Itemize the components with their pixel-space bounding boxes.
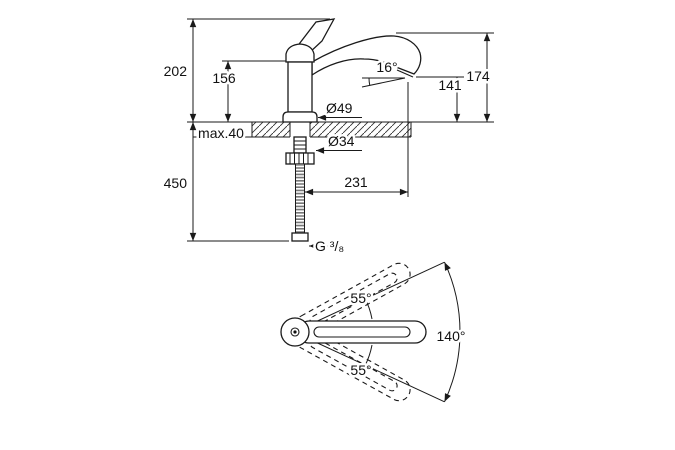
dim-156-label: 156: [212, 70, 236, 86]
dim-dia49-label: Ø49: [326, 100, 353, 116]
dimension-angle16: 16°: [361, 57, 406, 88]
swivel-boundary-up: [310, 261, 445, 325]
base-flange: [282, 111, 318, 123]
dim-thread-label: G ³/₈: [315, 238, 344, 254]
pivot-center-dot: [293, 330, 297, 334]
dimension-dia49: Ø49: [318, 98, 362, 121]
hose-outline: [295, 164, 305, 233]
swivel-arc-55-up: [364, 297, 373, 320]
dim-max40-label: max.40: [198, 125, 244, 141]
dim-swivel-up-label: 55°: [350, 290, 371, 306]
dimension-dia34: Ø34: [316, 131, 362, 154]
angle-line: [361, 77, 406, 88]
pivot-inner-circle: [290, 327, 300, 337]
dimension-450: 450: [161, 122, 289, 242]
dimension-156: 156: [210, 60, 286, 122]
dim-141-label: 141: [438, 77, 462, 93]
dimension-max40: max.40: [193, 123, 252, 144]
swivel-arc-140: [444, 261, 461, 403]
handle-top-slot: [313, 326, 411, 338]
dim-450-label: 450: [164, 175, 188, 191]
swivel-boundary-down: [310, 339, 445, 403]
aerator-line: [396, 69, 414, 78]
counter-hatch-right: [310, 122, 411, 137]
dim-angle16-label: 16°: [376, 59, 397, 75]
faucet-top-view: 55° 55° 140°: [280, 261, 468, 403]
dimension-thread: G ³/₈: [309, 236, 347, 257]
faucet-body: [287, 61, 313, 113]
dim-dia34-label: Ø34: [328, 133, 355, 149]
counter-outline: [251, 121, 412, 138]
handle-top-outline: [297, 320, 427, 344]
hose-end-fitting: [291, 232, 309, 242]
counter-hatch-left: [252, 122, 290, 137]
dim-202-label: 202: [164, 63, 188, 79]
mounting-hardware: [285, 136, 315, 242]
thread-lines: [294, 140, 306, 150]
dim-swivel-down-label: 55°: [350, 362, 371, 378]
dim-231-label: 231: [344, 174, 368, 190]
dimension-174: 174: [396, 32, 494, 123]
faucet-side-view: [282, 18, 422, 123]
swivel-arc-55-down: [364, 344, 373, 367]
countertop: [251, 121, 412, 138]
spout-outline: [311, 35, 422, 77]
dim-swivel-total-label: 140°: [437, 328, 466, 344]
angle-arc: [368, 77, 371, 86]
nut-knurl-lines: [289, 153, 309, 164]
dim-174-label: 174: [466, 68, 490, 84]
dimension-231: 231: [305, 82, 409, 197]
handle-dome: [285, 43, 315, 63]
dimension-141: 141: [416, 75, 464, 122]
dimension-202: 202: [161, 18, 330, 123]
